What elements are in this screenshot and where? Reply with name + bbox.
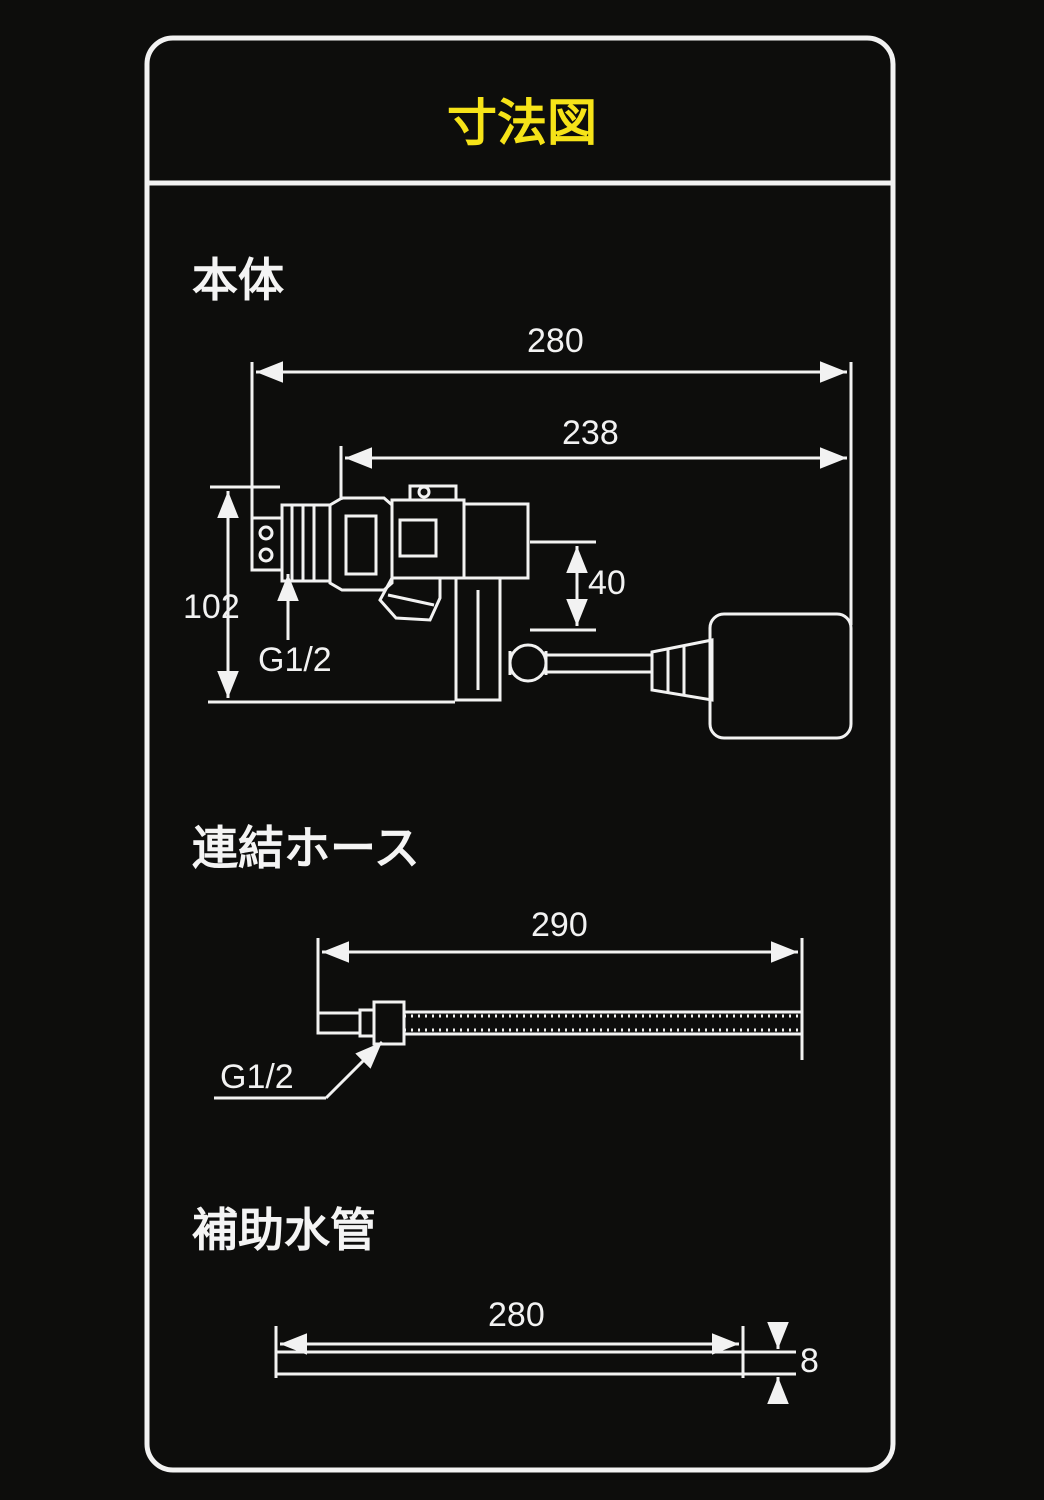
dim-label-102: 102 (183, 588, 240, 626)
panel-frame (144, 35, 896, 1473)
dim-label-overall-280: 280 (527, 322, 584, 360)
valve-body-drawing (208, 361, 853, 740)
dim-label-8: 8 (800, 1342, 819, 1380)
dim-label-290: 290 (531, 906, 588, 944)
aux-pipe-drawing (274, 1322, 796, 1404)
dim-label-pipe-280: 280 (488, 1296, 545, 1334)
section-heading-body: 本体 (192, 253, 284, 307)
section-heading-hose: 連結ホース (192, 821, 420, 875)
hose-drawing (214, 938, 804, 1100)
dim-label-238: 238 (562, 414, 619, 452)
dim-label-thread-hose: G1/2 (220, 1058, 294, 1096)
page-title: 寸法図 (447, 94, 597, 152)
section-heading-aux-pipe: 補助水管 (192, 1203, 376, 1257)
dim-label-thread-body: G1/2 (258, 641, 332, 679)
dim-label-40: 40 (588, 564, 626, 602)
